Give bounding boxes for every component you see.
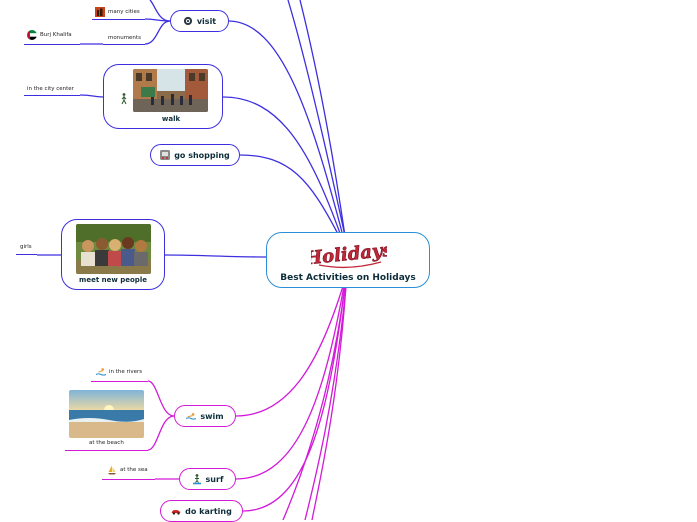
surfer-icon	[192, 473, 202, 484]
leaf-city-center-underline	[24, 95, 80, 96]
beach-photo	[69, 390, 144, 438]
connector-go-shopping	[239, 154, 340, 237]
branch-do-karting-label: do karting	[185, 506, 232, 516]
leaf-girls-label: girls	[20, 244, 32, 250]
branch-walk-label: walk	[161, 115, 181, 123]
leaf-at-the-sea[interactable]: at the sea	[107, 465, 148, 475]
leaf-city-center[interactable]: in the city center	[27, 86, 74, 92]
leaf-burj-khalifa[interactable]: Burj Khalifa	[27, 30, 72, 40]
connector-swim	[235, 285, 344, 417]
people-photo	[76, 224, 151, 274]
swimmer-icon	[186, 411, 197, 421]
sailboat-icon	[107, 465, 117, 475]
branch-surf[interactable]: surf	[179, 468, 236, 490]
leaf-many-cities-underline	[92, 19, 145, 20]
central-title: Best Activities on Holidays	[280, 273, 416, 283]
holidays-logo: Holidays	[311, 239, 387, 270]
leaf-at-the-beach-underline	[65, 450, 148, 451]
leaf-girls[interactable]: girls	[20, 244, 32, 250]
connector-offscreen-3	[282, 285, 346, 520]
branch-swim[interactable]: swim	[174, 405, 236, 427]
leaf-monuments-label: monuments	[108, 35, 141, 41]
connector-offscreen-1	[287, 0, 346, 237]
connector-in-the-rivers	[147, 380, 175, 417]
branch-visit[interactable]: visit	[170, 10, 229, 32]
leaf-monuments-underline	[103, 44, 145, 45]
connector-monuments	[144, 20, 171, 45]
connector-walk	[222, 96, 342, 237]
uae-flag-icon	[27, 30, 37, 40]
leaf-at-the-sea-underline	[102, 479, 155, 480]
connector-visit	[228, 20, 344, 237]
connector-meet-new-people	[164, 254, 267, 258]
leaf-monuments[interactable]: monuments	[108, 35, 141, 41]
connector-do-karting	[242, 285, 346, 512]
connector-surf	[235, 285, 345, 480]
river-swim-icon	[96, 367, 106, 377]
city-icon	[95, 7, 105, 17]
branch-swim-label: swim	[200, 411, 224, 421]
leaf-at-the-sea-label: at the sea	[120, 467, 148, 473]
race-car-icon	[171, 506, 181, 516]
leaf-in-the-rivers[interactable]: in the rivers	[96, 367, 142, 377]
central-topic[interactable]: Holidays Best Activities on Holidays	[266, 232, 430, 288]
leaf-in-the-rivers-label: in the rivers	[109, 369, 143, 375]
branch-surf-label: surf	[205, 474, 224, 484]
connector-offscreen-visit	[149, 0, 171, 22]
branch-meet-new-people-label: meet new people	[79, 276, 147, 284]
shopping-cart-icon	[160, 150, 171, 160]
branch-do-karting[interactable]: do karting	[160, 500, 243, 522]
connector-offscreen-2	[299, 0, 346, 237]
walking-person-icon	[120, 90, 128, 109]
leaf-at-the-beach-label: at the beach	[89, 440, 124, 446]
leaf-many-cities[interactable]: many cities	[95, 7, 140, 17]
connector-at-the-beach	[147, 415, 175, 451]
connector-city-center	[79, 94, 104, 98]
walk-photo	[133, 69, 208, 112]
leaf-at-the-beach[interactable]: at the beach	[89, 440, 124, 446]
leaf-city-center-label: in the city center	[27, 86, 74, 92]
branch-visit-label: visit	[196, 16, 217, 26]
connector-offscreen-5	[311, 285, 347, 520]
leaf-in-the-rivers-underline	[91, 381, 148, 382]
eye-icon	[183, 16, 193, 26]
leaf-many-cities-label: many cities	[108, 9, 140, 15]
leaf-burj-khalifa-underline	[24, 44, 80, 45]
branch-go-shopping-label: go shopping	[174, 150, 230, 160]
leaf-burj-khalifa-label: Burj Khalifa	[40, 32, 72, 38]
branch-go-shopping[interactable]: go shopping	[150, 144, 240, 166]
leaf-girls-underline	[16, 254, 37, 255]
connector-offscreen-4	[304, 285, 347, 520]
